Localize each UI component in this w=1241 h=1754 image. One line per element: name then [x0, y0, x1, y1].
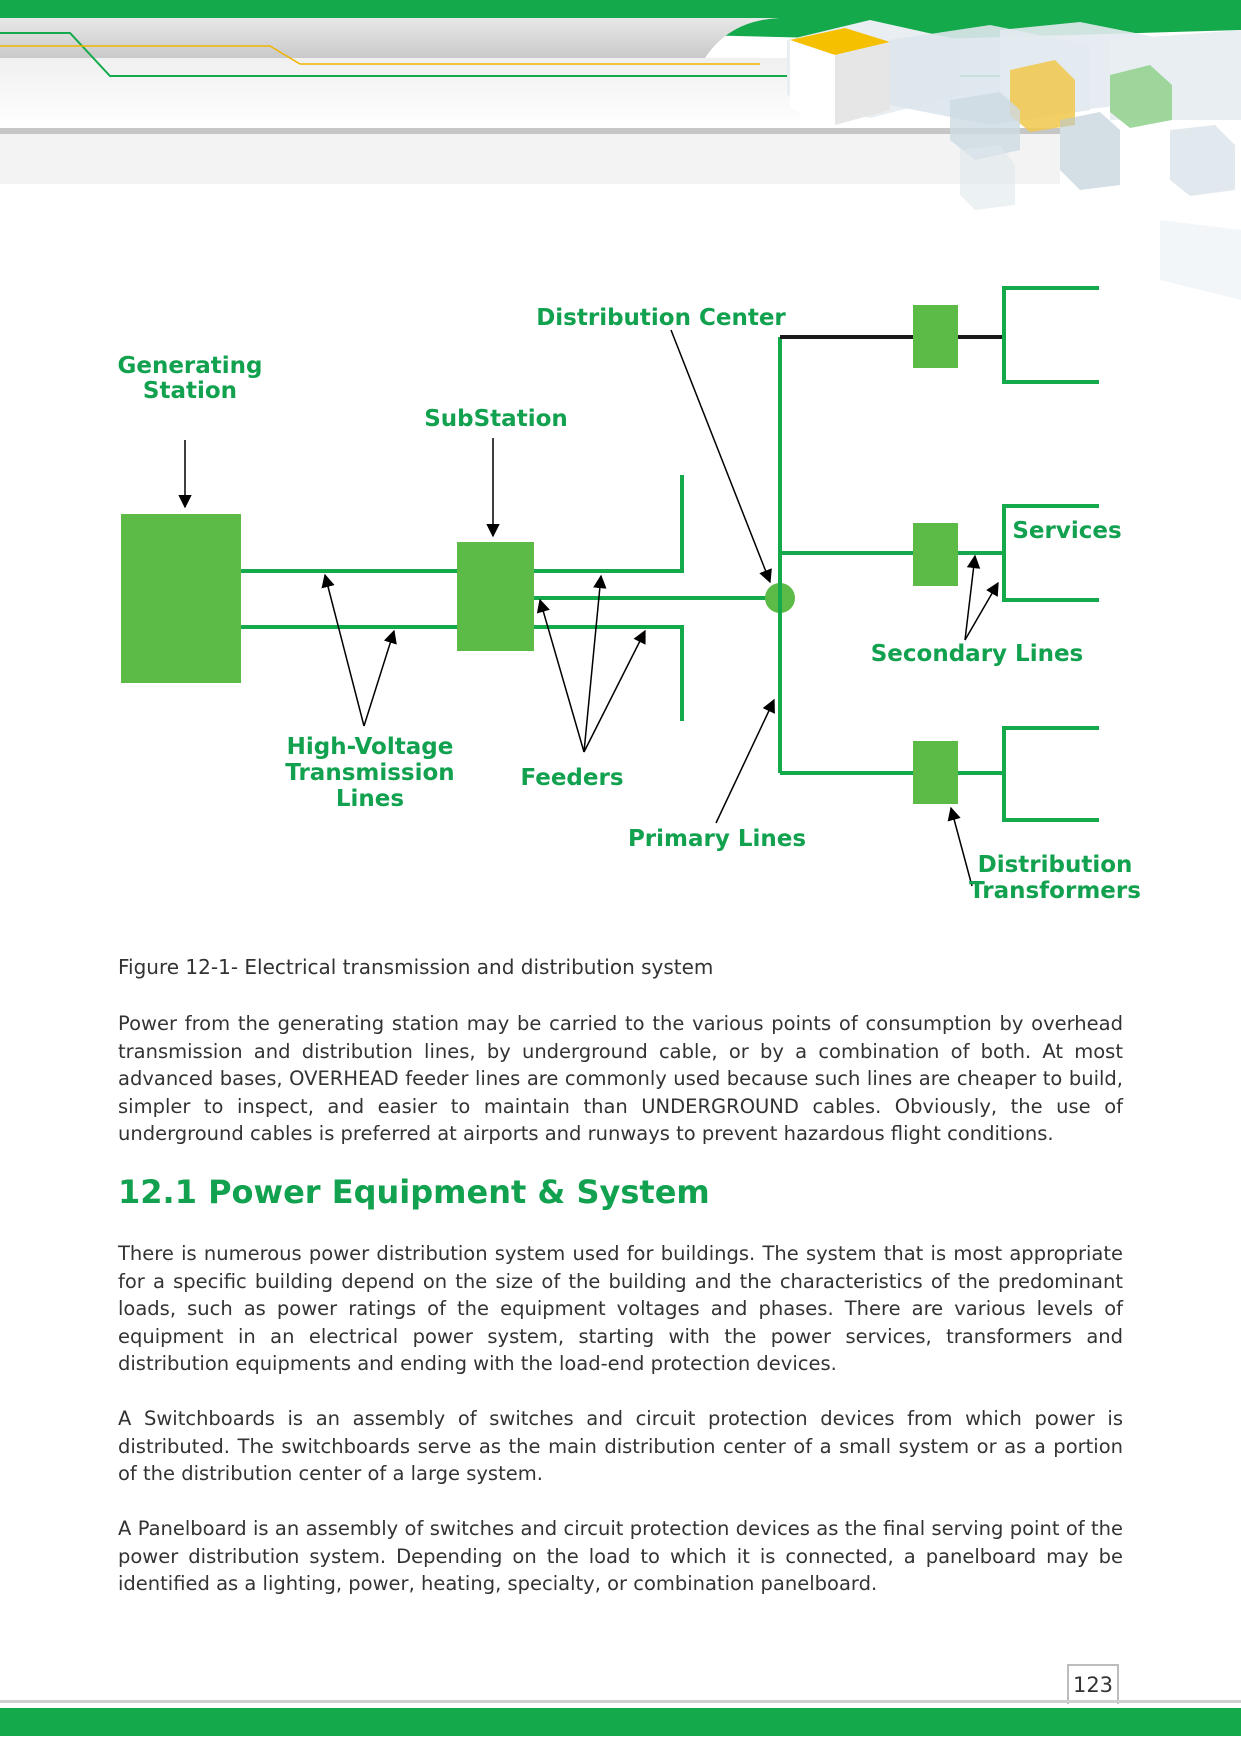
- label-secondary-lines: Secondary Lines: [871, 641, 1084, 667]
- label-hv-lines-1: High-Voltage: [287, 734, 454, 760]
- cube-cluster: [787, 20, 1241, 300]
- label-distribution-center: Distribution Center: [536, 305, 786, 331]
- label-primary-lines: Primary Lines: [628, 826, 806, 852]
- label-hv-lines-3: Lines: [336, 786, 404, 812]
- power-distribution-diagram: Generating Station SubStation Distributi…: [117, 286, 1141, 904]
- label-dist-transformers-1: Distribution: [978, 852, 1133, 878]
- label-hv-lines-2: Transmission: [285, 760, 454, 786]
- label-generating-station-1: Generating: [117, 353, 262, 379]
- figure-caption: Figure 12-1- Electrical transmission and…: [118, 955, 714, 979]
- header-decoration: [0, 0, 1241, 300]
- transformer-top: [913, 305, 958, 368]
- footer-divider: [0, 1700, 1241, 1703]
- label-services: Services: [1012, 518, 1121, 544]
- paragraph-switchboards: A Switchboards is an assembly of switche…: [118, 1407, 1123, 1485]
- section-heading: 12.1 Power Equipment & System: [118, 1173, 710, 1211]
- transformer-bottom: [913, 741, 958, 804]
- paragraph-transmission: Power from the generating station may be…: [118, 1012, 1123, 1145]
- label-substation: SubStation: [424, 406, 568, 432]
- label-feeders: Feeders: [520, 765, 623, 791]
- footer-bar: [0, 1708, 1241, 1736]
- label-dist-transformers-2: Transformers: [969, 878, 1141, 904]
- page-number: 123: [1067, 1664, 1119, 1704]
- paragraph-power-systems: There is numerous power distribution sys…: [118, 1242, 1123, 1375]
- generating-station-block: [121, 514, 241, 683]
- label-generating-station-2: Station: [143, 378, 237, 404]
- substation-block: [457, 542, 534, 651]
- paragraph-panelboards: A Panelboard is an assembly of switches …: [118, 1517, 1123, 1595]
- transformer-middle: [913, 523, 958, 586]
